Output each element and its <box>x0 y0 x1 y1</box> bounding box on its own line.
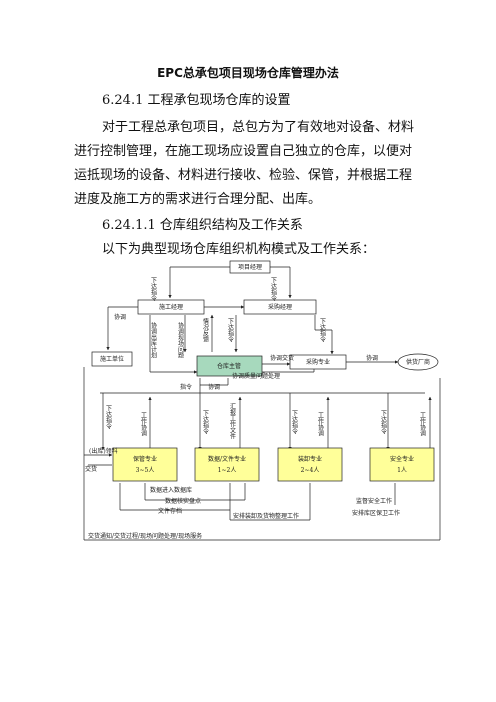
label-work-coord-3: 工作协调 <box>419 412 426 437</box>
label-issue-cmd-1: 下达指令 <box>150 277 157 302</box>
label-work-coord-2: 工作协调 <box>317 412 324 437</box>
label-safety-supervise: 监督安全工作 <box>356 497 392 505</box>
label-data-count: 数据核实盘点 <box>165 497 201 505</box>
section-heading-6-24-1: 6.24.1 工程承包现场仓库的设置 <box>102 93 291 108</box>
label-coord-handover: 协调交货 <box>270 354 294 362</box>
label-coord-bus: 协调 <box>208 383 220 391</box>
label-command: 指令 <box>180 383 192 391</box>
label-issue-cmd-8: 下达指令 <box>380 410 387 435</box>
label-issue-cmd-4: 下达指令 <box>319 318 326 343</box>
label-coord-outbound-plan: 协调出库计划 <box>150 321 157 358</box>
label-loading-work: 安排装卸及货物整理工作 <box>233 512 299 520</box>
body-line-2: 进行控制管理，在施工现场应设置自己独立的仓库，以便对 <box>74 144 413 159</box>
document-title: EPC总承包项目现场仓库管理办法 <box>157 66 339 80</box>
node-construction-unit: 施工单位 <box>100 355 124 363</box>
node-loading-count: 2~4人 <box>301 467 320 474</box>
label-outbound-pick: (出库)领料 <box>89 447 118 455</box>
label-data-entry: 数据进入数据库 <box>150 486 192 494</box>
label-issue-cmd-6: 下达指令 <box>202 410 209 435</box>
label-coord: 协调 <box>114 313 126 321</box>
label-work-file: 汇报工作文件 <box>229 402 236 440</box>
label-coord-site-issue: 协调现场问题 <box>177 321 184 359</box>
label-issue-cmd-7: 下达指令 <box>291 410 298 435</box>
node-data-doc: 数据/文件专业 <box>208 455 246 463</box>
node-project-manager: 项目经理 <box>238 263 262 271</box>
label-issue-cmd-5: 下达指令 <box>105 405 112 430</box>
label-guard: 安排库区保卫工作 <box>352 509 400 517</box>
node-data-doc-count: 1~2人 <box>218 467 237 474</box>
node-construction-manager: 施工经理 <box>159 303 183 311</box>
diagram-intro: 以下为典型现场仓库组织机构模式及工作关系： <box>102 242 376 257</box>
body-paragraph: 对于工程总承包项目，总包方为了有效地对设备、材料 进行控制管理，在施工现场应设置… <box>74 116 426 212</box>
node-custody-count: 3~5人 <box>136 467 155 474</box>
node-custody: 保管专业 <box>133 455 157 463</box>
label-issue-cmd-2: 下达指令 <box>270 277 277 302</box>
node-safety-count: 1人 <box>397 467 407 474</box>
body-line-1: 对于工程总承包项目，总包方为了有效地对设备、材料 <box>102 120 415 135</box>
section-heading-6-24-1-1: 6.24.1.1 仓库组织结构及工作关系 <box>102 218 303 233</box>
body-line-4: 进度及施工方的需求进行合理分配、出库。 <box>74 192 322 207</box>
label-coord-supplier: 协调 <box>366 354 378 362</box>
label-work-coord-1: 工作协调 <box>140 412 147 437</box>
label-coord-quality: 协调质量问题处理 <box>232 372 280 380</box>
node-supplier: 供货厂商 <box>406 358 430 366</box>
node-purchase-manager: 采购经理 <box>268 303 292 311</box>
label-handover: 交货 <box>85 465 97 473</box>
node-loading: 装卸专业 <box>298 455 322 463</box>
label-bottom-flow: 交货通知/交货过程/现场问题处理/现场服务 <box>88 532 202 540</box>
node-warehouse-head: 仓库主管 <box>217 362 241 370</box>
body-line-3: 运抵现场的设备、材料进行接收、检验、保管，并根据工程 <box>74 168 413 183</box>
label-info-feedback: 情况反馈 <box>202 317 209 343</box>
label-issue-cmd-3: 下达指令 <box>227 318 234 343</box>
label-doc-archive: 文件存档 <box>158 507 182 515</box>
node-safety: 安全专业 <box>390 455 414 463</box>
node-purchase-specialist: 采购专业 <box>306 358 330 366</box>
